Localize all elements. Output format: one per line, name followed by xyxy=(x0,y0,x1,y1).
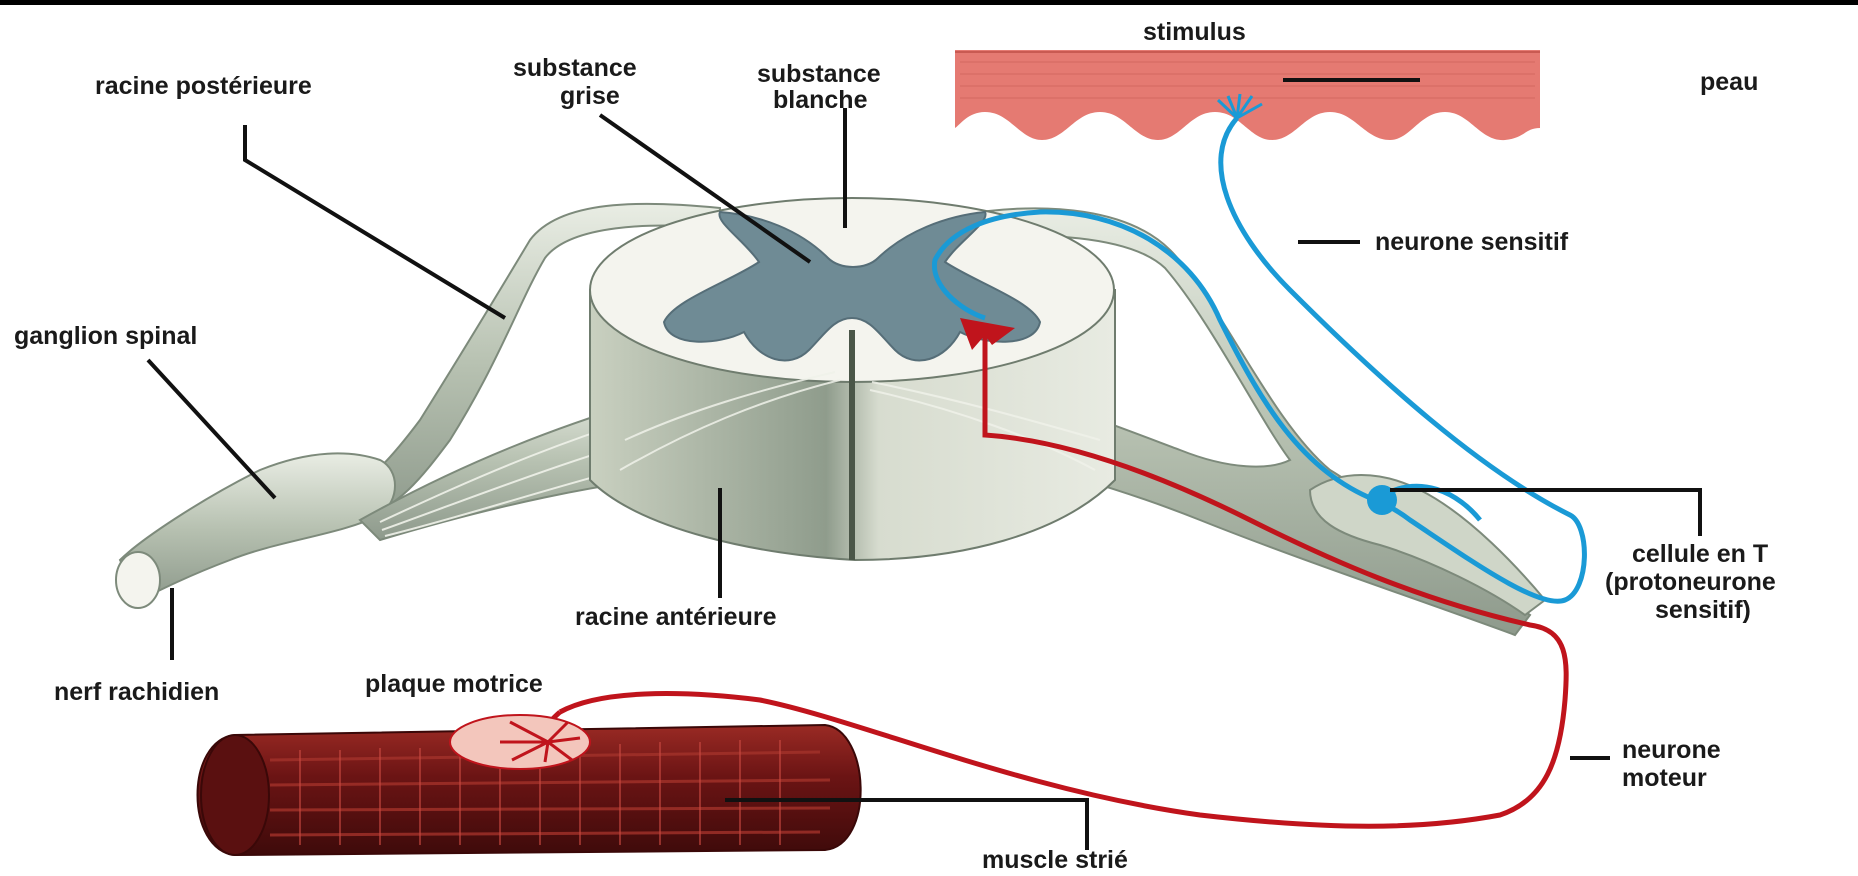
nerve-cut-end xyxy=(116,552,160,608)
label-neurone-sensitif: neurone sensitif xyxy=(1375,228,1569,256)
label-nerf-rachidien: nerf rachidien xyxy=(54,678,219,706)
label-substance-grise-1: substance xyxy=(513,54,637,82)
label-plaque-motrice: plaque motrice xyxy=(365,670,543,698)
label-substance-blanche-2: blanche xyxy=(773,86,868,114)
label-racine-anterieure: racine antérieure xyxy=(575,603,777,631)
label-substance-grise-2: grise xyxy=(560,82,620,110)
spinal-cord xyxy=(590,198,1115,560)
label-neurone-moteur-1: neurone xyxy=(1622,736,1721,764)
label-cellule-3: sensitif) xyxy=(1655,596,1751,624)
striated-muscle xyxy=(198,715,861,855)
label-cellule-2: (protoneurone xyxy=(1605,568,1776,596)
top-border xyxy=(0,0,1858,5)
label-peau: peau xyxy=(1700,68,1758,96)
skin xyxy=(955,50,1540,140)
label-cellule-1: cellule en T xyxy=(1632,540,1768,568)
spinal-ganglion xyxy=(120,453,395,600)
label-substance-blanche-1: substance xyxy=(757,60,881,88)
label-racine-posterieure: racine postérieure xyxy=(95,72,312,100)
label-stimulus: stimulus xyxy=(1143,18,1246,46)
label-muscle-strie: muscle strié xyxy=(982,846,1128,874)
label-neurone-moteur-2: moteur xyxy=(1622,764,1707,792)
label-ganglion-spinal: ganglion spinal xyxy=(14,322,197,350)
